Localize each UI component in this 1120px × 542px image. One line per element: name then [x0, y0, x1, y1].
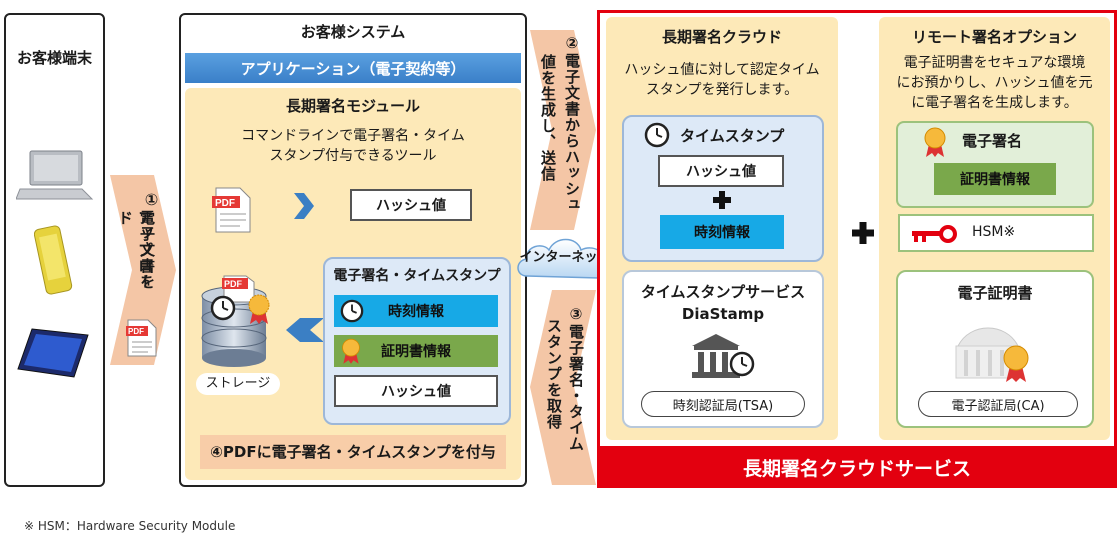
internet-label: インターネット	[519, 250, 611, 265]
bank-building-icon	[692, 334, 755, 378]
medal-icon	[248, 294, 270, 324]
tss-title-1: タイムスタンプサービス	[640, 283, 806, 301]
timestamp-title: タイムスタンプ	[680, 127, 785, 145]
upload-label-line2: アップロード	[116, 210, 154, 290]
key-icon	[912, 225, 957, 243]
bank-building-icon	[955, 327, 1029, 382]
pdf-icon: PDF	[212, 187, 251, 233]
signing-module-desc-1: コマンドラインで電子署名・タイム	[241, 128, 465, 144]
upload-label-line1: 電子文書を	[138, 210, 156, 290]
signing-module-desc-2: スタンプ付与できるツール	[269, 148, 437, 164]
clock-icon	[340, 299, 364, 323]
cloud-service-title: 長期署名クラウドサービス	[742, 457, 971, 480]
upload-arrow	[110, 175, 176, 365]
sig-hash-box: ハッシュ値	[334, 375, 498, 407]
upload-arrow-label: ① 電子文書を アップロード	[115, 190, 167, 300]
ltsc-desc-2: スタンプを発行します。	[645, 82, 799, 98]
step4-label: ④PDFに電子署名・タイムスタンプを付与	[200, 435, 506, 469]
cloud-service-banner: 長期署名クラウドサービス	[597, 446, 1117, 488]
receive-signature-label-1: ③電子署名・タイム	[567, 305, 585, 452]
client-terminal-box: お客様端末	[4, 13, 105, 487]
signing-module-title: 長期署名モジュール	[286, 97, 420, 115]
tablet-icon	[17, 328, 89, 378]
send-hash-label-1: ②電子文書からハッシュ	[563, 34, 581, 213]
signature-timestamp-title: 電子署名・タイムスタンプ	[333, 268, 501, 284]
send-hash-arrow	[530, 30, 596, 230]
esig-title: 電子署名	[962, 132, 1023, 150]
svg-text:PDF: PDF	[224, 279, 243, 289]
clock-icon	[644, 122, 670, 148]
sig-time-label: 時刻情報	[388, 304, 444, 320]
storage-label: ストレージ	[196, 373, 280, 395]
customer-system-title: お客様システム	[300, 23, 406, 41]
sig-cert-box: 証明書情報	[334, 335, 498, 367]
tsa-pill: 時刻認証局(TSA)	[641, 391, 805, 417]
medal-icon	[342, 338, 360, 364]
remote-desc-2: にお預かりし、ハッシュ値を元	[896, 75, 1093, 91]
svg-text:PDF: PDF	[215, 198, 235, 209]
application-bar: アプリケーション（電子契約等）	[185, 53, 521, 83]
ts-hash-box: ハッシュ値	[658, 155, 784, 187]
remote-signing-title: リモート署名オプション	[911, 28, 1077, 46]
upload-step-number: ①	[142, 190, 161, 210]
ltsc-desc-1: ハッシュ値に対して認定タイム	[624, 62, 820, 78]
client-terminal-title: お客様端末	[16, 49, 92, 67]
footnote: ※ HSM：Hardware Security Module	[24, 519, 236, 533]
chevron-right-icon	[294, 193, 314, 219]
remote-desc-1: 電子証明書をセキュアな環境	[903, 55, 1086, 71]
send-hash-label-2: 値を生成し、送信	[539, 54, 557, 182]
pdf-icon: PDF	[126, 319, 157, 357]
clock-icon	[210, 295, 236, 321]
esig-cert-box: 証明書情報	[934, 163, 1056, 195]
ts-time-box: 時刻情報	[660, 215, 784, 249]
ca-pill: 電子認証局(CA)	[918, 391, 1078, 417]
return-arrow	[286, 318, 324, 342]
remote-desc-3: に電子署名を生成します。	[911, 95, 1078, 111]
plus-icon	[852, 222, 874, 244]
ltsc-title: 長期署名クラウド	[661, 28, 782, 46]
hsm-label: HSM※	[972, 224, 1016, 240]
module-hash-box: ハッシュ値	[350, 189, 472, 221]
plus-icon	[713, 191, 731, 209]
receive-signature-arrow	[530, 290, 596, 485]
smartphone-icon	[34, 225, 73, 295]
ecert-title: 電子証明書	[957, 284, 1033, 302]
sig-cert-label: 証明書情報	[381, 344, 451, 360]
receive-signature-label-2: スタンプを取得	[545, 318, 563, 430]
medal-icon	[924, 127, 946, 157]
tss-title-2: DiaStamp	[681, 305, 765, 323]
laptop-icon	[16, 150, 94, 200]
svg-text:PDF: PDF	[128, 327, 144, 336]
